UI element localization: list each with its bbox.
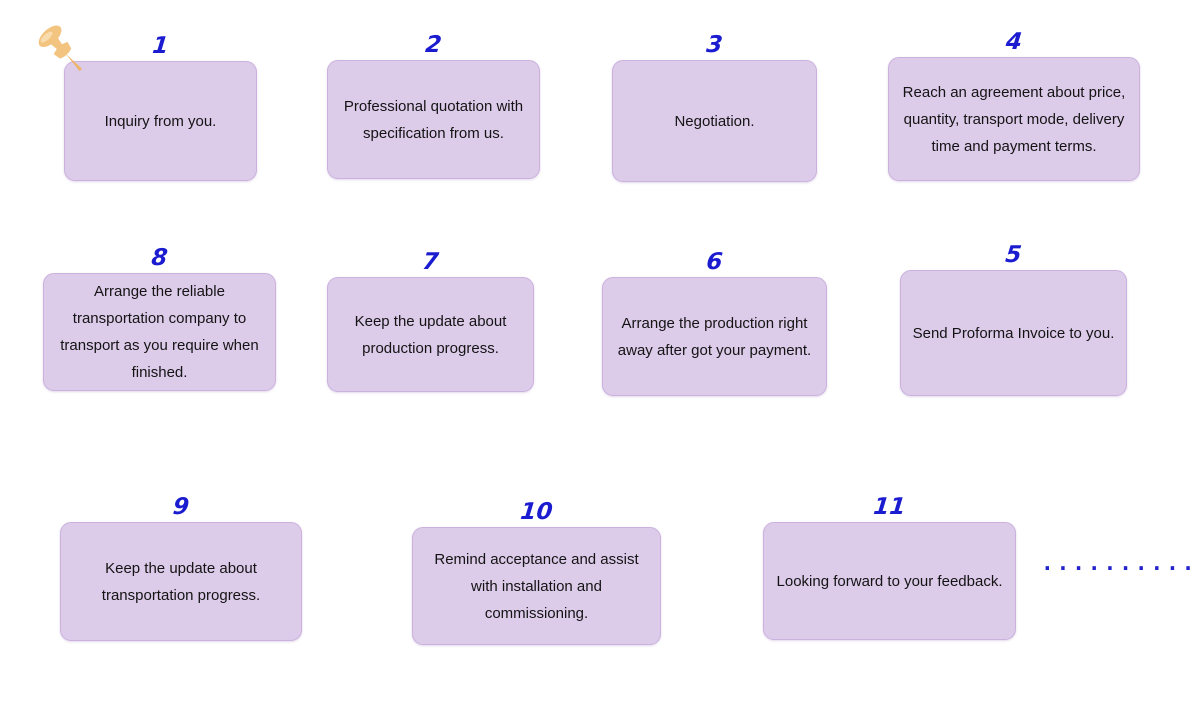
step-9-number: 9 [171, 494, 191, 520]
step-7-number: 7 [421, 249, 440, 275]
continuation-dots: .......... [1041, 551, 1198, 575]
step-8-box: Arrange the reliable transportation comp… [43, 273, 276, 391]
step-6-box: Arrange the production right away after … [602, 277, 827, 396]
step-11-box: Looking forward to your feedback. [763, 522, 1016, 640]
step-6: 6 Arrange the production right away afte… [602, 249, 827, 396]
step-2-number: 2 [424, 32, 443, 58]
step-4-box: Reach an agreement about price, quantity… [888, 57, 1140, 181]
step-1: 1 Inquiry from you. [64, 33, 257, 181]
step-5-box: Send Proforma Invoice to you. [900, 270, 1127, 396]
step-11: 11 Looking forward to your feedback. [763, 494, 1016, 640]
step-8: 8 Arrange the reliable transportation co… [43, 245, 276, 391]
step-10: 10 Remind acceptance and assist with ins… [412, 499, 661, 645]
step-6-number: 6 [705, 249, 724, 275]
step-1-box: Inquiry from you. [64, 61, 257, 181]
step-9: 9 Keep the update about transportation p… [60, 494, 302, 641]
step-2-box: Professional quotation with specificatio… [327, 60, 540, 179]
step-8-number: 8 [150, 245, 169, 271]
step-11-number: 11 [872, 494, 907, 520]
step-3: 3 Negotiation. [612, 32, 817, 182]
step-1-number: 1 [151, 33, 170, 59]
step-2: 2 Professional quotation with specificat… [327, 32, 540, 179]
pushpin-icon [38, 25, 83, 72]
step-4: 4 Reach an agreement about price, quanti… [888, 29, 1140, 181]
step-5: 5 Send Proforma Invoice to you. [900, 242, 1127, 396]
step-9-box: Keep the update about transportation pro… [60, 522, 302, 641]
step-3-box: Negotiation. [612, 60, 817, 182]
step-10-box: Remind acceptance and assist with instal… [412, 527, 661, 645]
step-5-number: 5 [1004, 242, 1023, 268]
step-7-box: Keep the update about production progres… [327, 277, 534, 392]
step-10-number: 10 [519, 499, 554, 525]
step-7: 7 Keep the update about production progr… [327, 249, 534, 392]
step-4-number: 4 [1004, 29, 1024, 55]
step-3-number: 3 [705, 32, 724, 58]
